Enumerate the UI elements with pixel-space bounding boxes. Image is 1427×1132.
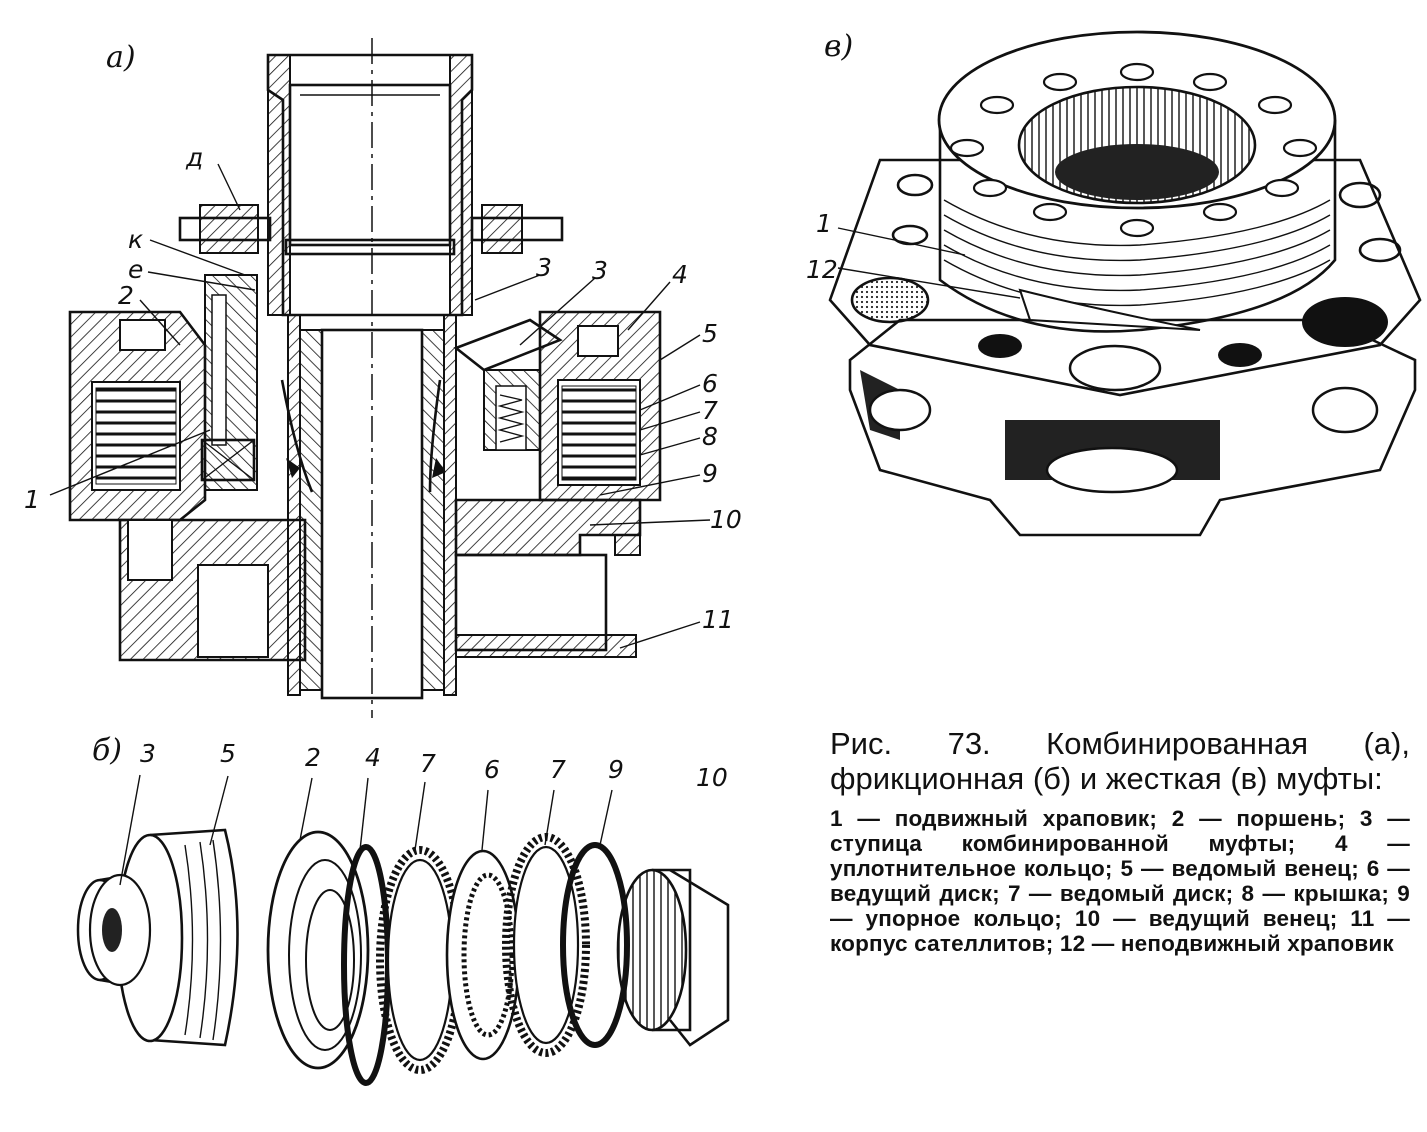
clutch-v-drawing (828, 30, 1422, 537)
label-a-9: 9 (702, 459, 718, 488)
label-b-2: 2 (305, 743, 321, 772)
label-a-3b: 3 (592, 256, 608, 285)
label-a-10: 10 (710, 505, 742, 534)
friction-b-drawing (76, 774, 730, 1086)
label-a-6: 6 (702, 369, 718, 398)
label-b-5: 5 (220, 739, 236, 768)
label-b-4: 4 (365, 743, 381, 772)
section-a-drawing (49, 38, 711, 718)
label-b-10: 10 (696, 763, 728, 792)
caption-legend: 1 — подвижный храповик; 2 — поршень; 3 —… (830, 806, 1410, 956)
label-a-1: 1 (24, 485, 40, 514)
label-a-11: 11 (702, 605, 734, 634)
label-a-3a: 3 (536, 253, 552, 282)
caption-title: Рис. 73. Комбинированная (а), фрикционна… (830, 726, 1410, 796)
panel-label-a: а) (106, 40, 136, 75)
label-b-7a: 7 (420, 749, 436, 778)
label-a-8: 8 (702, 422, 718, 451)
label-a-7: 7 (702, 396, 718, 425)
label-a-e: е (128, 255, 143, 284)
figure-caption: Рис. 73. Комбинированная (а), фрикционна… (830, 726, 1410, 956)
label-a-k: к (128, 225, 143, 254)
label-a-2: 2 (118, 281, 134, 310)
panel-label-v: в) (824, 29, 853, 64)
label-a-5: 5 (702, 319, 718, 348)
label-b-3: 3 (140, 739, 156, 768)
label-b-7b: 7 (550, 755, 566, 784)
label-v-12: 12 (806, 255, 838, 284)
label-a-d: д (185, 143, 203, 172)
label-a-4: 4 (672, 260, 688, 289)
panel-label-b: б) (92, 733, 122, 768)
label-b-6: 6 (484, 755, 500, 784)
label-v-1: 1 (816, 209, 832, 238)
label-b-9: 9 (608, 755, 624, 784)
